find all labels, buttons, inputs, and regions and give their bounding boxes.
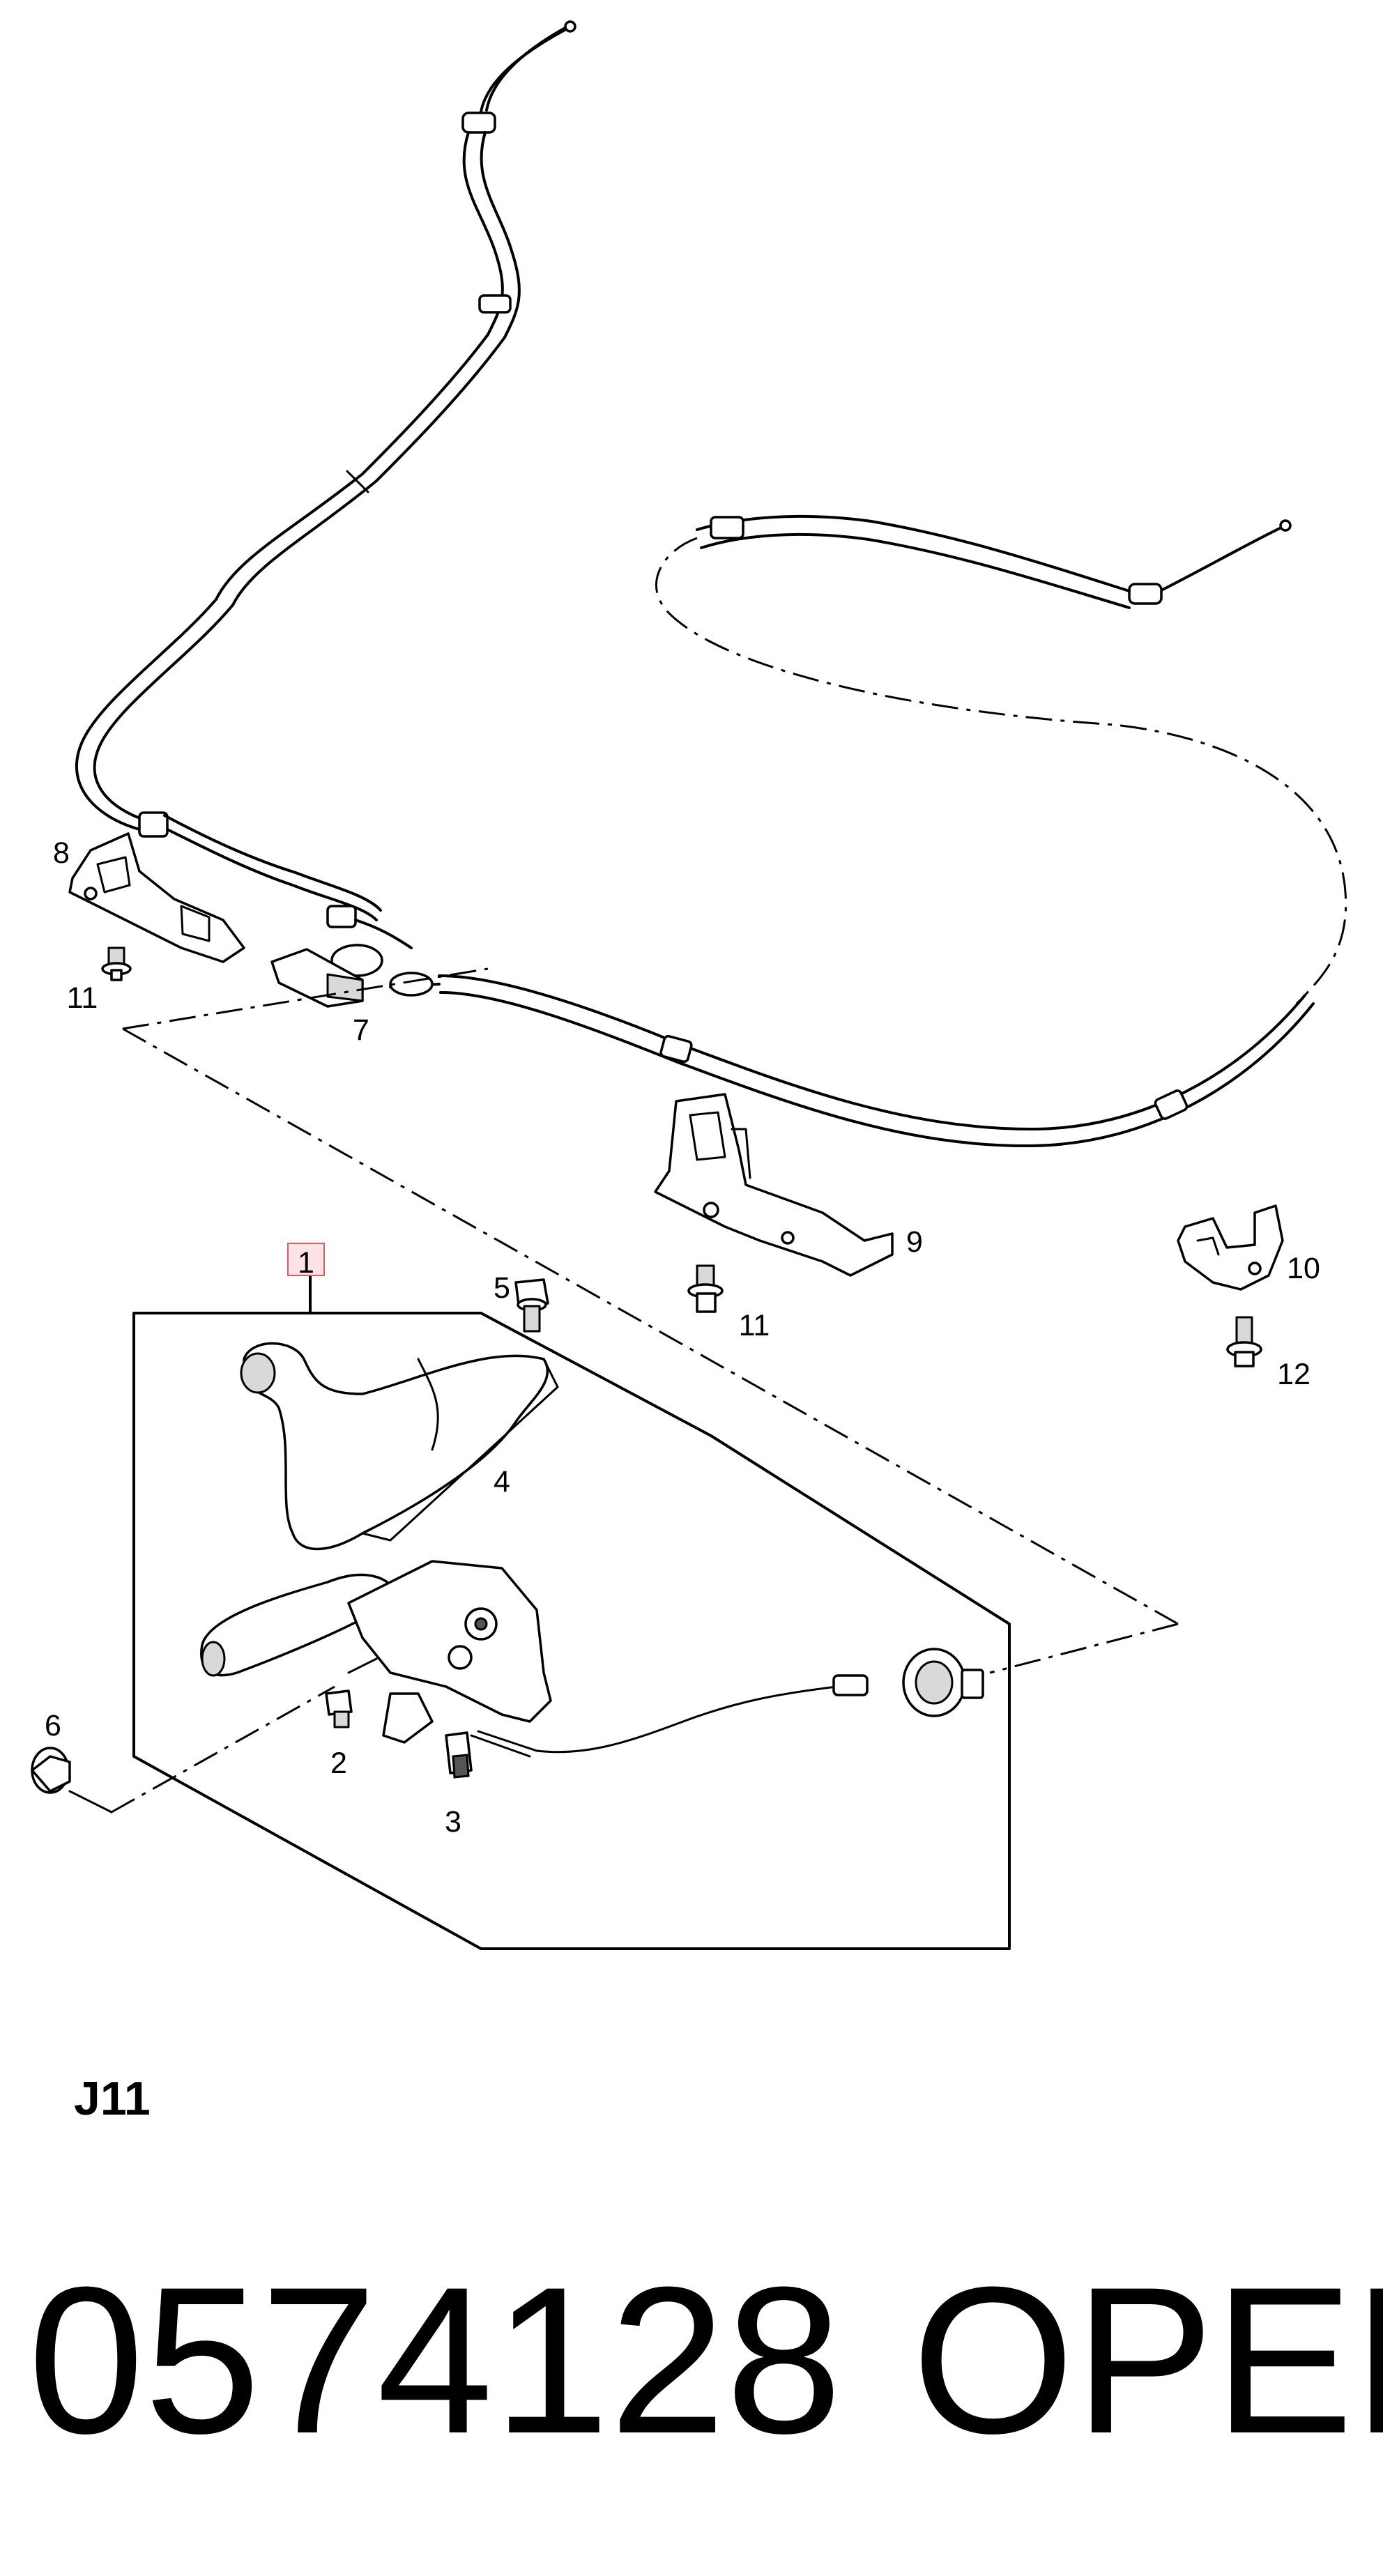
- parking-brake-lever: [200, 1560, 552, 1744]
- right-rear-cable: [389, 514, 1347, 1148]
- switch-part-3: [445, 1730, 538, 1779]
- callout-labels: 1 2 3 4 5 6 7 8 9 10 11 11 12: [45, 836, 1320, 1839]
- callout-4: 4: [494, 1465, 510, 1498]
- equalizer-part-7: [270, 948, 364, 1008]
- bolt-part-11-left: [101, 946, 132, 981]
- bolt-part-11-center: [687, 1264, 724, 1313]
- callout-10: 10: [1287, 1252, 1320, 1285]
- bracket-part-10: [1177, 1204, 1284, 1291]
- left-rear-cable: [75, 20, 576, 977]
- bracket-part-8: [68, 832, 245, 963]
- callout-11-left: 11: [67, 981, 98, 1015]
- callout-2: 2: [330, 1747, 347, 1780]
- callout-6: 6: [45, 1709, 61, 1742]
- callout-box-1: [287, 1243, 325, 1276]
- front-cable: [535, 1648, 984, 1754]
- brand-name: OPEL: [912, 2243, 1383, 2477]
- bracket-part-9: [654, 1093, 894, 1277]
- leader-lines: [68, 967, 1179, 1814]
- assembly-outline-part-1: [132, 1243, 1011, 1950]
- bolt-part-12: [1226, 1316, 1262, 1367]
- part-number: 0574128: [28, 2243, 842, 2477]
- callout-5: 5: [494, 1271, 510, 1305]
- bolt-part-5: [514, 1278, 549, 1333]
- callout-1: 1: [298, 1246, 314, 1280]
- plug-part-6: [31, 1747, 71, 1794]
- callout-12: 12: [1277, 1358, 1311, 1391]
- callout-3: 3: [445, 1805, 461, 1839]
- boot-part-4: [240, 1342, 559, 1551]
- callout-11-center: 11: [739, 1309, 770, 1342]
- callout-7: 7: [353, 1013, 369, 1047]
- sheet-code: J11: [74, 2072, 151, 2125]
- callout-8: 8: [53, 836, 70, 870]
- bolt-part-2: [325, 1689, 353, 1728]
- callout-9: 9: [906, 1225, 923, 1259]
